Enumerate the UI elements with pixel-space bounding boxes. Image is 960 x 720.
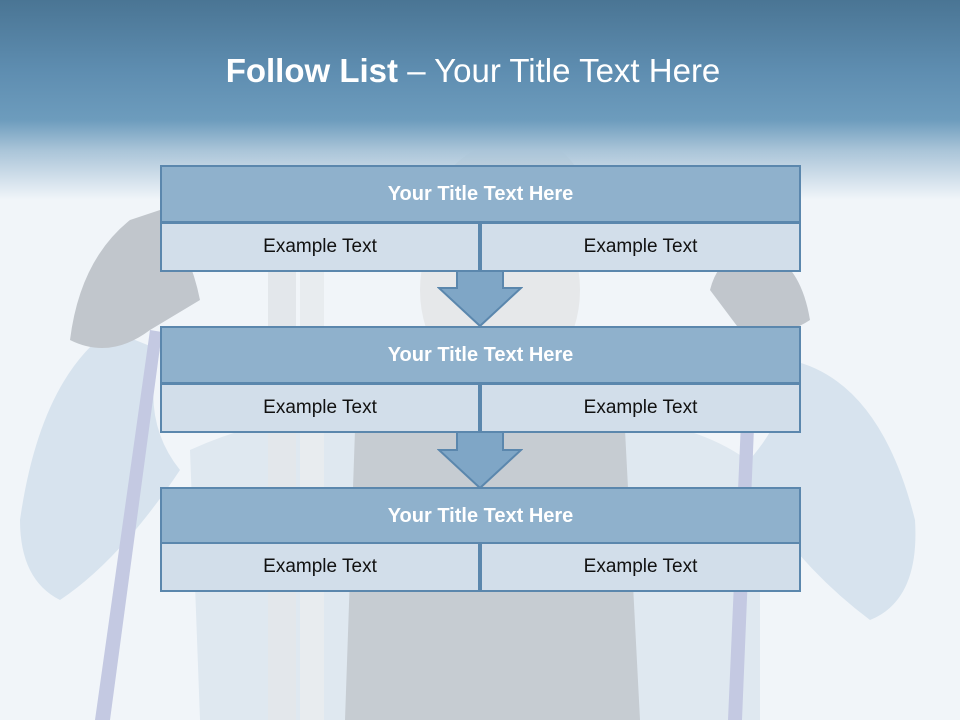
- slide-title-rest: – Your Title Text Here: [398, 52, 721, 89]
- block-left-text: Example Text: [160, 383, 480, 433]
- block-right-text: Example Text: [480, 542, 801, 592]
- slide-title-bold: Follow List: [225, 52, 399, 89]
- block-title: Your Title Text Here: [160, 326, 801, 384]
- block-right-text: Example Text: [480, 383, 801, 433]
- down-arrow-icon: [437, 430, 523, 490]
- slide-title: Follow List – Your Title Text Here: [0, 52, 946, 90]
- block-left-text: Example Text: [160, 542, 480, 592]
- block-left-text: Example Text: [160, 222, 480, 272]
- block-title: Your Title Text Here: [160, 165, 801, 223]
- down-arrow-icon: [437, 268, 523, 328]
- block-right-text: Example Text: [480, 222, 801, 272]
- block-title: Your Title Text Here: [160, 487, 801, 545]
